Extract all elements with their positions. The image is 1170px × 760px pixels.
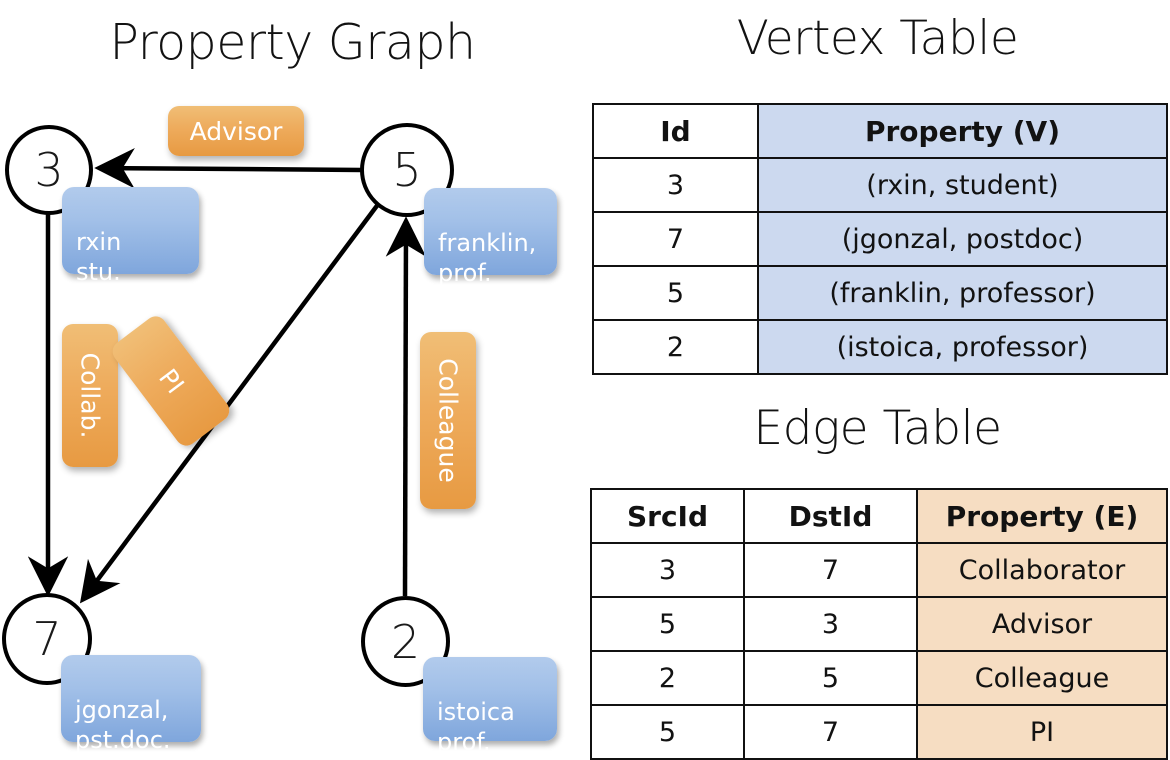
graph-node-5-property-box: franklin, prof.: [424, 188, 557, 287]
edge-cell-src: 5: [590, 596, 745, 652]
edge-table-header-property: Property (E): [916, 488, 1168, 544]
page-title-edge-table: Edge Table: [753, 401, 1002, 456]
vertex-cell-id: 5: [592, 265, 759, 321]
vertex-cell-property: (jgonzal, postdoc): [757, 211, 1168, 267]
edge-cell-dst: 3: [743, 596, 918, 652]
graph-node-5-property-text: franklin, prof.: [438, 229, 537, 287]
table-row[interactable]: 3 7 Collaborator: [590, 542, 1168, 598]
vertex-cell-property: (franklin, professor): [757, 265, 1168, 321]
edge-table-header-row: SrcId DstId Property (E): [590, 488, 1168, 544]
edge-cell-src: 5: [590, 704, 745, 760]
graph-node-7-property-box: jgonzal, pst.doc.: [61, 655, 201, 754]
graph-node-3-property-box: rxin stu.: [62, 187, 199, 286]
page-title-vertex-table: Vertex Table: [736, 11, 1019, 66]
edge-label-collab-text: Collab.: [75, 352, 105, 439]
edge-label-advisor: Advisor: [168, 106, 304, 156]
graph-node-2-property-text: istoica prof.: [437, 698, 515, 756]
table-row[interactable]: 2 5 Colleague: [590, 650, 1168, 706]
edge-cell-src: 2: [590, 650, 745, 706]
graph-node-2-label: 2: [390, 614, 421, 669]
graph-node-3-label: 3: [34, 143, 64, 197]
graph-node-5-label: 5: [392, 143, 422, 197]
vertex-cell-property: (istoica, professor): [757, 319, 1168, 375]
graph-node-3-property-text: rxin stu.: [76, 228, 122, 286]
vertex-cell-id: 2: [592, 319, 759, 375]
edge-label-pi-text: PI: [152, 363, 190, 399]
graph-node-5[interactable]: 5: [360, 123, 454, 217]
vertex-table: Id Property (V) 3 (rxin, student) 7 (jgo…: [592, 103, 1168, 375]
edge-label-colleague-text: Colleague: [433, 358, 463, 483]
vertex-cell-id: 3: [592, 157, 759, 213]
vertex-table-header-property: Property (V): [757, 103, 1168, 159]
graph-node-7-property-text: jgonzal, pst.doc.: [75, 696, 171, 754]
table-row[interactable]: 5 3 Advisor: [590, 596, 1168, 652]
graph-edges-layer: [27, 148, 427, 604]
table-row[interactable]: 5 (franklin, professor): [592, 265, 1168, 321]
edge-cell-property: Colleague: [916, 650, 1168, 706]
table-row[interactable]: 5 7 PI: [590, 704, 1168, 760]
table-row[interactable]: 7 (jgonzal, postdoc): [592, 211, 1168, 267]
graph-node-7-label: 7: [32, 612, 62, 666]
edge-cell-src: 3: [590, 542, 745, 598]
edge-table-header-dstid: DstId: [743, 488, 918, 544]
table-row[interactable]: 2 (istoica, professor): [592, 319, 1168, 375]
edge-label-advisor-text: Advisor: [189, 116, 283, 146]
vertex-cell-property: (rxin, student): [757, 157, 1168, 213]
vertex-table-header-row: Id Property (V): [592, 103, 1168, 159]
edge-cell-property: PI: [916, 704, 1168, 760]
table-row[interactable]: 3 (rxin, student): [592, 157, 1168, 213]
edge-cell-property: Advisor: [916, 596, 1168, 652]
page-title-property-graph: Property Graph: [109, 14, 476, 71]
edge-cell-dst: 7: [743, 542, 918, 598]
edge-2-to-5-colleague: [385, 216, 427, 597]
graph-node-2-property-box: istoica prof.: [423, 657, 557, 756]
edge-label-colleague: Colleague: [420, 332, 476, 509]
property-graph-diagram: 3 rxin stu. 5 franklin, prof. 7 jgonzal,…: [2, 106, 557, 756]
edge-table-header-srcid: SrcId: [590, 488, 745, 544]
edge-5-to-3-advisor: [94, 148, 363, 189]
edge-5-to-7-pi: [79, 201, 381, 604]
edge-cell-property: Collaborator: [916, 542, 1168, 598]
edge-cell-dst: 7: [743, 704, 918, 760]
vertex-table-header-id: Id: [592, 103, 759, 159]
edge-label-collab: Collab.: [62, 324, 118, 467]
vertex-cell-id: 7: [592, 211, 759, 267]
edge-cell-dst: 5: [743, 650, 918, 706]
edge-table: SrcId DstId Property (E) 3 7 Collaborato…: [590, 488, 1168, 760]
